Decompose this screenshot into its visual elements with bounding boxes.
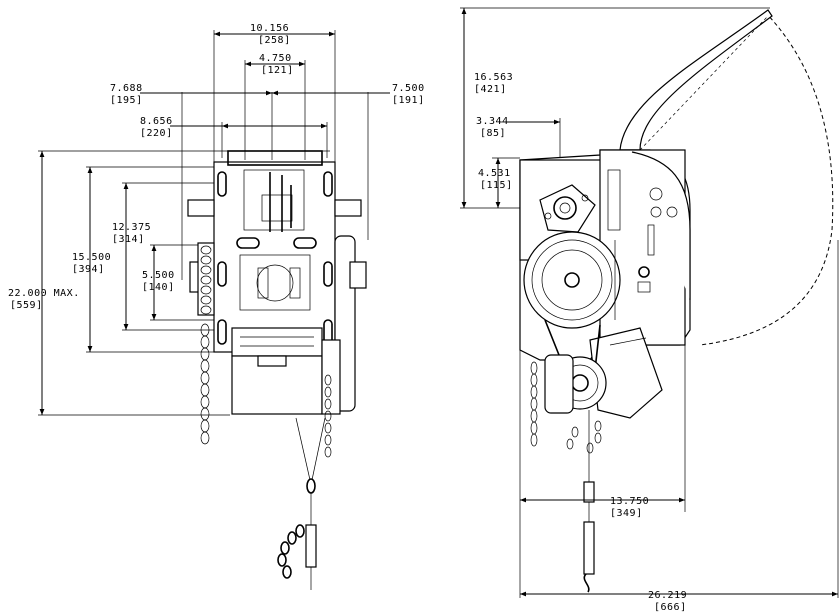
top-bracket [227, 150, 323, 166]
dim-depth-mm: [349] [610, 508, 643, 519]
dim-right-offset-mm: [191] [392, 95, 425, 106]
door-arm [619, 9, 773, 151]
dim-slot-height: 12.375 [112, 222, 151, 233]
dim-overall-depth-mm: [666] [654, 602, 687, 613]
dim-max-height: 22.000 MAX. [8, 288, 80, 299]
dim-plate-height-mm: [394] [72, 264, 105, 275]
mounting-plate [213, 161, 336, 353]
dim-radius-height: 16.563 [474, 72, 513, 83]
dim-mount-offset-mm: [85] [480, 128, 506, 139]
front-view: 10.156 [258] 4.750 [121] 7.688 [195] 7.5… [8, 23, 425, 590]
dim-overall-width: 10.156 [250, 23, 289, 34]
dim-inner-height-mm: [140] [142, 282, 175, 293]
side-view: 16.563 [421] 3.344 [85] 4.531 [115] 13.7… [460, 7, 839, 613]
dim-slot-height-mm: [314] [112, 234, 145, 245]
dim-left-offset-mm: [195] [110, 95, 143, 106]
dim-plate-height: 15.500 [72, 252, 111, 263]
dim-center-span-mm: [121] [261, 65, 294, 76]
dim-center-span: 4.750 [259, 53, 292, 64]
dim-max-height-mm: [559] [10, 300, 43, 311]
dim-top-offset-mm: [115] [480, 180, 513, 191]
hand-chain-side [530, 361, 538, 447]
dim-depth: 13.750 [610, 496, 649, 507]
dim-plate-width-mm: [220] [140, 128, 173, 139]
dim-overall-width-mm: [258] [258, 35, 291, 46]
door-travel-arc [699, 11, 834, 346]
dim-overall-depth: 26.219 [648, 590, 687, 601]
drive-pulley [523, 231, 621, 329]
dim-mount-offset: 3.344 [476, 116, 509, 127]
dim-radius-height-mm: [421] [474, 84, 507, 95]
dim-top-offset: 4.531 [478, 168, 511, 179]
dim-plate-width: 8.656 [140, 116, 173, 127]
dim-inner-height: 5.500 [142, 270, 175, 281]
dim-left-offset: 7.688 [110, 83, 143, 94]
hand-chain-left [200, 323, 210, 445]
dim-right-offset: 7.500 [392, 83, 425, 94]
